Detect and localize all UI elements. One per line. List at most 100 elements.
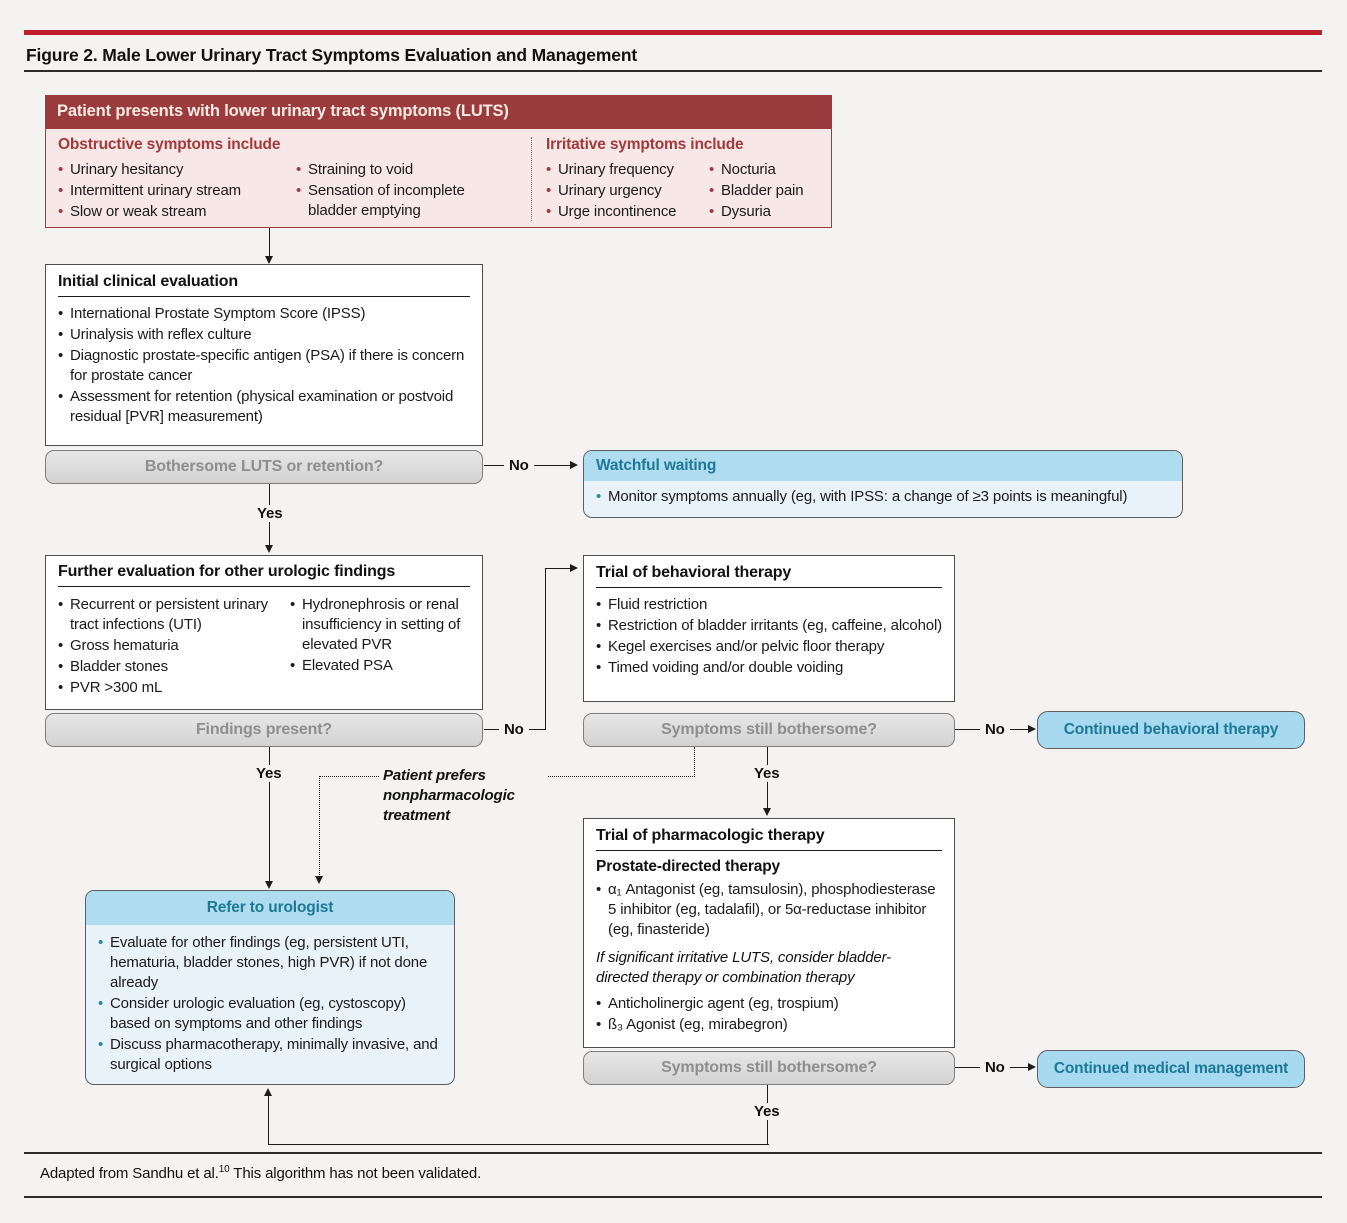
- yes-label: Yes: [252, 505, 288, 522]
- continued-medical-pill: Continued medical management: [1037, 1050, 1305, 1088]
- connector-line: [545, 568, 572, 569]
- bullet-item: Dysuria: [709, 202, 827, 222]
- bullet-item: Urinary urgency: [546, 181, 706, 201]
- yes-label: Yes: [749, 765, 785, 782]
- bullet-item: Hydronephrosis or renal insufficiency in…: [290, 595, 468, 655]
- obstructive-list-col2: Straining to voidSensation of incomplete…: [296, 159, 511, 221]
- connector-line: [269, 747, 270, 882]
- further-evaluation-title: Further evaluation for other urologic fi…: [58, 563, 470, 587]
- refer-urologist-list: Evaluate for other findings (eg, persist…: [98, 933, 442, 1075]
- bullet-item: International Prostate Symptom Score (IP…: [58, 304, 470, 324]
- bullet-item: Diagnostic prostate-specific antigen (PS…: [58, 346, 470, 386]
- refer-urologist-title: Refer to urologist: [86, 891, 454, 925]
- irritative-list-col2: NocturiaBladder painDysuria: [709, 159, 827, 222]
- initial-evaluation-title: Initial clinical evaluation: [58, 273, 470, 297]
- bullet-item: Straining to void: [296, 160, 511, 180]
- no-label: No: [980, 1059, 1010, 1076]
- bullet-item: Elevated PSA: [290, 656, 468, 676]
- bullet-item: Recurrent or persistent urinary tract in…: [58, 595, 290, 635]
- refer-urologist-box: Refer to urologist Evaluate for other fi…: [85, 890, 455, 1085]
- arrowhead-right: [1028, 1063, 1036, 1071]
- question-bothersome-bar: Bothersome LUTS or retention?: [45, 450, 483, 484]
- footer-divider-top: [24, 1152, 1322, 1154]
- behavioral-therapy-list: Fluid restrictionRestriction of bladder …: [596, 595, 942, 678]
- watchful-waiting-list: Monitor symptoms annually (eg, with IPSS…: [596, 487, 1170, 507]
- connector-line: [268, 1096, 269, 1145]
- bullet-item: Restriction of bladder irritants (eg, ca…: [596, 616, 942, 636]
- figure-title: Figure 2. Male Lower Urinary Tract Sympt…: [26, 45, 638, 65]
- arrowhead-right: [1028, 725, 1036, 733]
- bullet-item: PVR >300 mL: [58, 678, 290, 698]
- bullet-item: α₁ Antagonist (eg, tamsulosin), phosphod…: [596, 880, 942, 940]
- arrowhead-right: [570, 461, 578, 469]
- yes-label: Yes: [749, 1103, 785, 1120]
- bullet-item: Sensation of incomplete bladder emptying: [296, 181, 511, 221]
- dotted-connector-line: [694, 747, 695, 777]
- yes-label: Yes: [251, 765, 287, 782]
- further-evaluation-col1: Recurrent or persistent urinary tract in…: [58, 594, 290, 698]
- symptoms-column-divider: [531, 137, 532, 221]
- footer-note: Adapted from Sandhu et al.10 This algori…: [40, 1164, 481, 1182]
- top-accent-bar: [24, 30, 1322, 35]
- irritative-title: Irritative symptoms include: [546, 136, 744, 153]
- bullet-item: Urge incontinence: [546, 202, 706, 222]
- question-findings-bar: Findings present?: [45, 713, 483, 747]
- bullet-item: Discuss pharmacotherapy, minimally invas…: [98, 1035, 442, 1075]
- bullet-item: Bladder stones: [58, 657, 290, 677]
- bullet-item: Evaluate for other findings (eg, persist…: [98, 933, 442, 993]
- further-evaluation-box: Further evaluation for other urologic fi…: [45, 555, 483, 710]
- bullet-item: Assessment for retention (physical exami…: [58, 387, 470, 427]
- arrowhead-right: [570, 564, 578, 572]
- arrowhead-down: [265, 545, 273, 553]
- arrowhead-down: [763, 808, 771, 816]
- bullet-item: Nocturia: [709, 160, 827, 180]
- footer-text: Adapted from Sandhu et al.: [40, 1165, 219, 1182]
- arrowhead-down: [265, 256, 273, 264]
- bullet-item: Slow or weak stream: [58, 202, 293, 222]
- bullet-item: Fluid restriction: [596, 595, 942, 615]
- bullet-item: Anticholinergic agent (eg, trospium): [596, 994, 942, 1014]
- obstructive-list-col1: Urinary hesitancyIntermittent urinary st…: [58, 159, 293, 222]
- arrowhead-down: [265, 881, 273, 889]
- arrowhead-up: [264, 1088, 272, 1096]
- prostate-directed-list: α₁ Antagonist (eg, tamsulosin), phosphod…: [596, 880, 942, 940]
- question-symptoms-bar-2: Symptoms still bothersome?: [583, 1051, 955, 1085]
- watchful-waiting-box: Watchful waiting Monitor symptoms annual…: [583, 450, 1183, 518]
- further-evaluation-col2: Hydronephrosis or renal insufficiency in…: [290, 594, 468, 698]
- behavioral-therapy-box: Trial of behavioral therapy Fluid restri…: [583, 555, 955, 702]
- presentation-body: Obstructive symptoms include Urinary hes…: [45, 128, 832, 228]
- footer-reference-superscript: 10: [218, 1164, 230, 1175]
- pharmacologic-therapy-title: Trial of pharmacologic therapy: [596, 827, 942, 851]
- bullet-item: Monitor symptoms annually (eg, with IPSS…: [596, 487, 1170, 507]
- connector-line: [545, 568, 546, 729]
- bullet-item: Timed voiding and/or double voiding: [596, 658, 942, 678]
- connector-line: [269, 228, 270, 257]
- patient-prefers-label: Patient prefers nonpharmacologic treatme…: [379, 766, 547, 826]
- prostate-directed-subtitle: Prostate-directed therapy: [596, 858, 781, 875]
- footer-text: This algorithm has not been validated.: [229, 1165, 482, 1182]
- bullet-item: Intermittent urinary stream: [58, 181, 293, 201]
- bullet-item: Consider urologic evaluation (eg, cystos…: [98, 994, 442, 1034]
- pharmacologic-therapy-box: Trial of pharmacologic therapy Prostate-…: [583, 818, 955, 1048]
- behavioral-therapy-title: Trial of behavioral therapy: [596, 564, 942, 588]
- bladder-directed-list: Anticholinergic agent (eg, trospium)ß₃ A…: [596, 994, 942, 1035]
- obstructive-title: Obstructive symptoms include: [58, 136, 281, 153]
- initial-evaluation-list: International Prostate Symptom Score (IP…: [58, 304, 470, 427]
- bullet-item: Kegel exercises and/or pelvic floor ther…: [596, 637, 942, 657]
- bullet-item: Urinalysis with reflex culture: [58, 325, 470, 345]
- dotted-connector-line: [319, 776, 320, 877]
- bullet-item: ß₃ Agonist (eg, mirabegron): [596, 1015, 942, 1035]
- bullet-item: Urinary hesitancy: [58, 160, 293, 180]
- title-divider: [24, 70, 1322, 72]
- bullet-item: Urinary frequency: [546, 160, 706, 180]
- bullet-item: Gross hematuria: [58, 636, 290, 656]
- continued-behavioral-pill: Continued behavioral therapy: [1037, 711, 1305, 749]
- no-label: No: [504, 457, 534, 474]
- watchful-waiting-title: Watchful waiting: [584, 451, 1182, 481]
- initial-evaluation-box: Initial clinical evaluation Internationa…: [45, 264, 483, 446]
- no-label: No: [499, 721, 529, 738]
- arrowhead-down: [315, 876, 323, 884]
- irritative-list-col1: Urinary frequencyUrinary urgencyUrge inc…: [546, 159, 706, 222]
- presentation-header: Patient presents with lower urinary trac…: [45, 95, 832, 128]
